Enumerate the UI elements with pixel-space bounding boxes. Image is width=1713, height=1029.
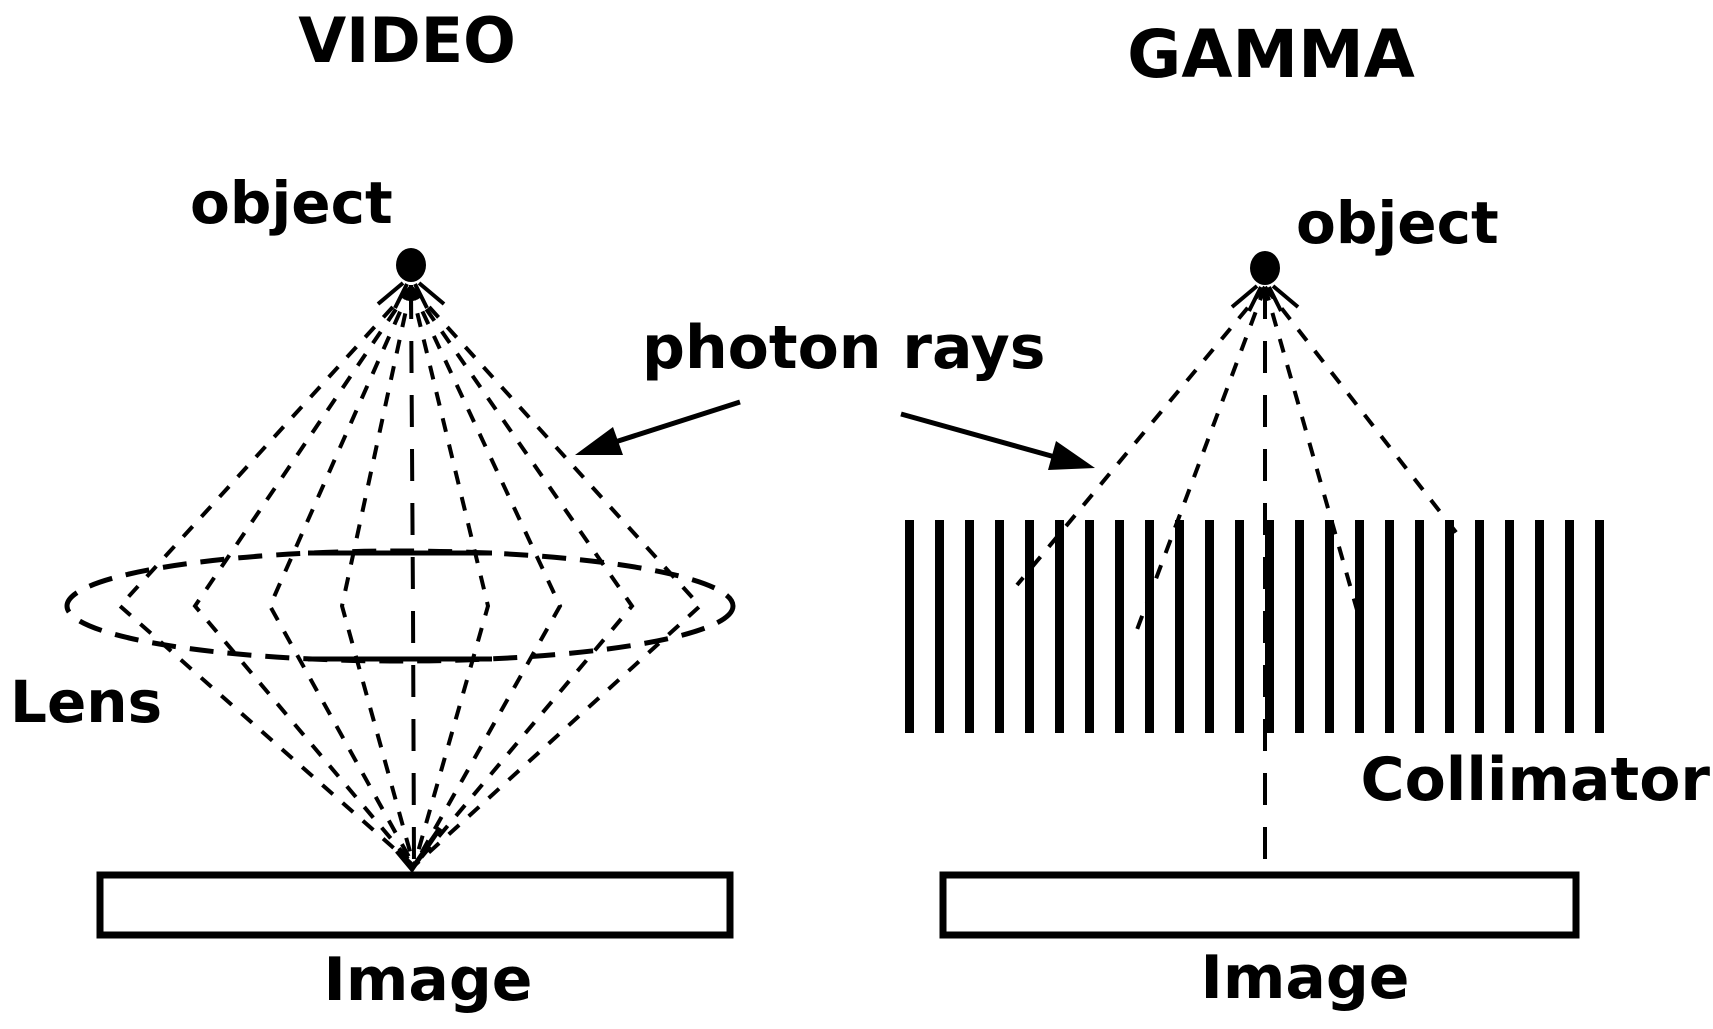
video-ray [267, 286, 416, 867]
collimator-septum [995, 520, 1004, 733]
collimator-septum [935, 520, 944, 733]
gamma-object-dot [1250, 251, 1280, 285]
gamma-title: GAMMA [1127, 16, 1415, 93]
collimator-septum [1475, 520, 1484, 733]
collimator-septum [1205, 520, 1214, 733]
video-image-plate [96, 871, 734, 939]
video-ray [192, 285, 416, 868]
arrow-left-head [575, 427, 623, 455]
video-ray [409, 285, 703, 868]
emission-leg [417, 281, 446, 306]
collimator-septum [1565, 520, 1574, 733]
video-focal-point-mark [395, 826, 443, 874]
video-object-dot [396, 248, 426, 282]
video-ray [117, 285, 416, 868]
gamma-ray-oblique [1263, 285, 1464, 542]
gamma-image-plate [939, 871, 1580, 939]
collimator-septum [1325, 520, 1334, 733]
collimator-label: Collimator [1361, 745, 1711, 815]
video-title: VIDEO [298, 4, 516, 77]
emission-leg [376, 281, 405, 306]
video-ray [409, 286, 416, 867]
collimator-septum [1595, 520, 1604, 733]
video-image-label: Image [324, 945, 533, 1015]
collimator-septum [905, 520, 914, 733]
emission-leg [1230, 284, 1259, 309]
collimator-septum [1145, 520, 1154, 733]
photon-rays-label: photon rays [642, 313, 1045, 383]
video-ray [409, 286, 491, 867]
collimator-septum [1175, 520, 1184, 733]
collimator-septum [1295, 520, 1304, 733]
gamma-ray-oblique [1133, 286, 1267, 636]
collimator-septum [1445, 520, 1454, 733]
gamma-ray-oblique [1263, 286, 1359, 611]
collimator [905, 520, 1604, 733]
collimator-septum [1385, 520, 1394, 733]
gamma-image-label: Image [1201, 943, 1410, 1013]
collimator-septum [1115, 520, 1124, 733]
collimator-septum [1265, 520, 1274, 733]
lens-label: Lens [10, 668, 162, 736]
collimator-septum [1085, 520, 1094, 733]
collimator-septum [1355, 520, 1364, 733]
arrow-left-shaft [611, 399, 741, 446]
photon-rays-arrow-left [575, 399, 741, 455]
video-ray [339, 286, 416, 867]
collimator-septum [1415, 520, 1424, 733]
collimator-septum [1055, 520, 1064, 733]
video-ray [409, 285, 635, 868]
video-photon-rays [117, 285, 703, 868]
arrow-right-head [1048, 441, 1095, 470]
emission-leg [1247, 286, 1263, 312]
collimator-septum [965, 520, 974, 733]
video-ray [409, 286, 563, 867]
collimator-septum [1235, 520, 1244, 733]
arrow-right-shaft [900, 411, 1056, 460]
collimator-septum [1505, 520, 1514, 733]
photon-rays-arrow-right [900, 411, 1095, 470]
emission-leg [1271, 284, 1300, 309]
collimator-septum [1025, 520, 1034, 733]
gamma-object-label: object [1296, 189, 1499, 257]
video-object-label: object [190, 169, 393, 237]
emission-leg [1267, 286, 1283, 312]
collimator-septum [1535, 520, 1544, 733]
gamma-ray-oblique [1015, 285, 1267, 587]
